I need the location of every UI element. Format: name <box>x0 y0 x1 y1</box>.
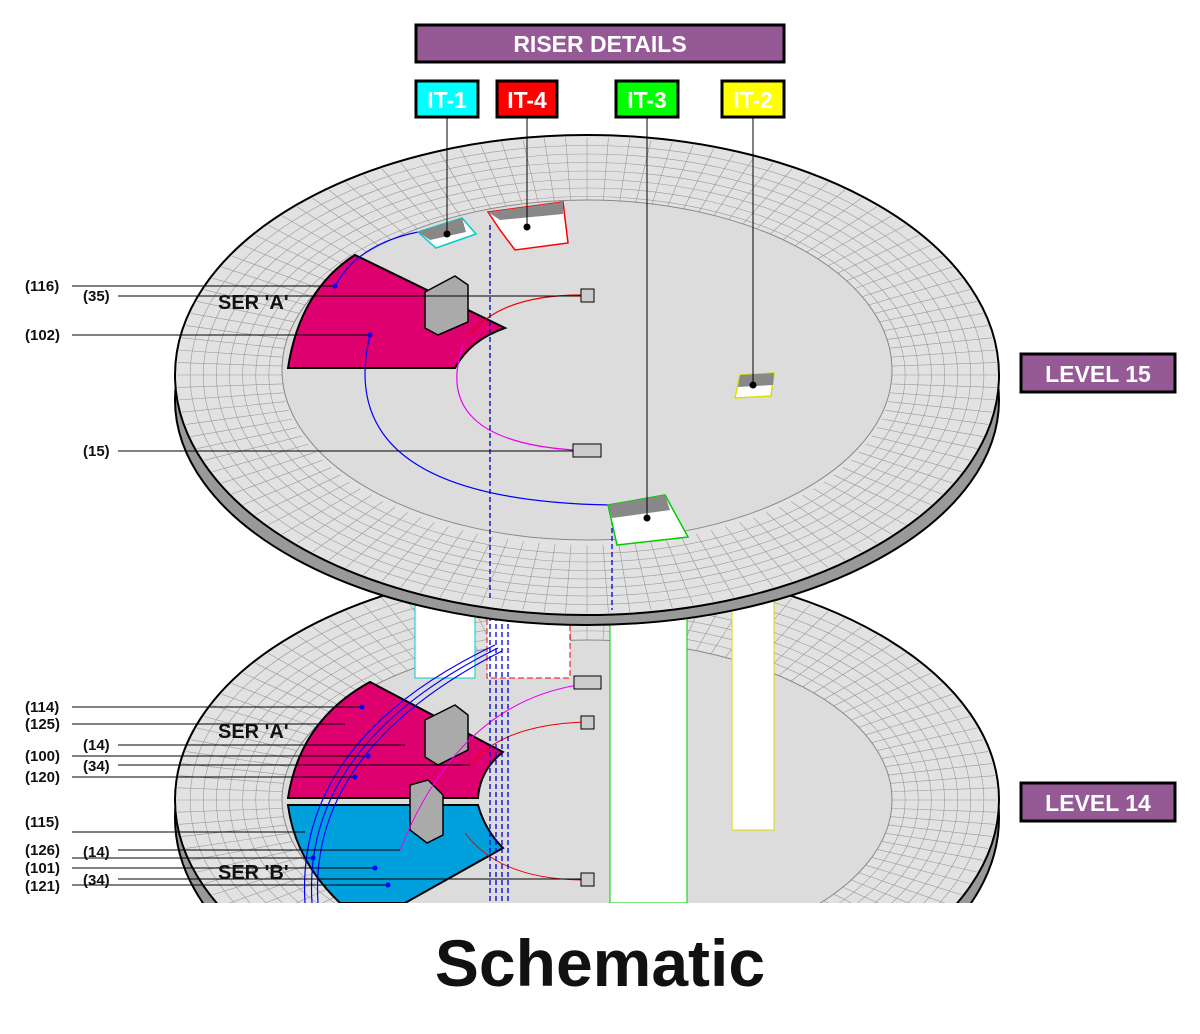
cable-label: (116) <box>25 278 59 295</box>
patch-panel-l15 <box>572 443 602 458</box>
patch-panel-l14 <box>573 675 602 690</box>
floor-grid <box>177 137 997 613</box>
level-15-cable-labels <box>72 285 581 452</box>
ser-b-label-l14: SER 'B' <box>218 862 289 884</box>
svg-text:IT-1: IT-1 <box>427 87 467 113</box>
level-14-cable-labels <box>72 706 581 886</box>
rack-ser-b-l14 <box>409 779 444 844</box>
cable-label: (14) <box>83 737 110 754</box>
outlet-l14-a <box>580 715 595 730</box>
ser-a-label-l14: SER 'A' <box>218 721 289 743</box>
svg-text:IT-2: IT-2 <box>733 87 773 113</box>
riser-details-title: RISER DETAILS <box>513 31 686 57</box>
outlet-l15 <box>580 288 595 303</box>
riser-tag-it2: IT-2 <box>720 79 786 389</box>
level-15-floor <box>174 134 1000 626</box>
it2-shaft <box>731 599 775 831</box>
cable-label: (101) <box>25 860 60 877</box>
level-15-label: LEVEL 15 <box>1045 361 1151 387</box>
riser-details-header <box>414 23 786 64</box>
cable-label: (34) <box>83 872 110 889</box>
rack-ser-a-l14 <box>424 704 469 766</box>
level-14-label: LEVEL 14 <box>1045 790 1151 816</box>
cable-label: (100) <box>25 748 60 765</box>
riser-tag-it3: IT-3 <box>614 79 680 522</box>
cable-label: (125) <box>25 716 60 733</box>
cable-label: (126) <box>25 842 60 859</box>
cable-label: (115) <box>25 814 59 831</box>
ser-a-label-l15: SER 'A' <box>218 292 289 314</box>
cable-label: (35) <box>83 288 110 305</box>
diagram-caption: Schematic <box>434 926 766 1000</box>
level-15-badge <box>1019 352 1177 394</box>
outlet-l14-b <box>580 872 595 887</box>
ser-a-room-l14 <box>286 680 505 799</box>
cable-label: (114) <box>25 699 59 716</box>
it3-shaft <box>609 599 688 903</box>
ser-a-room-l15 <box>286 253 508 369</box>
cable-label: (14) <box>83 844 110 861</box>
riser-tag-it1: IT-1 <box>414 79 480 238</box>
riser-tag-it4: IT-4 <box>495 79 559 231</box>
cable-label: (121) <box>25 878 60 895</box>
cable-label: (15) <box>83 443 110 460</box>
rack-ser-a-l15 <box>424 275 469 336</box>
svg-text:IT-4: IT-4 <box>507 87 547 113</box>
cable-label: (102) <box>25 327 60 344</box>
level-14-floor <box>174 564 1000 903</box>
cable-label: (34) <box>83 758 110 775</box>
svg-text:IT-3: IT-3 <box>627 87 667 113</box>
cable-label: (120) <box>25 769 60 786</box>
level-14-badge <box>1019 781 1177 823</box>
